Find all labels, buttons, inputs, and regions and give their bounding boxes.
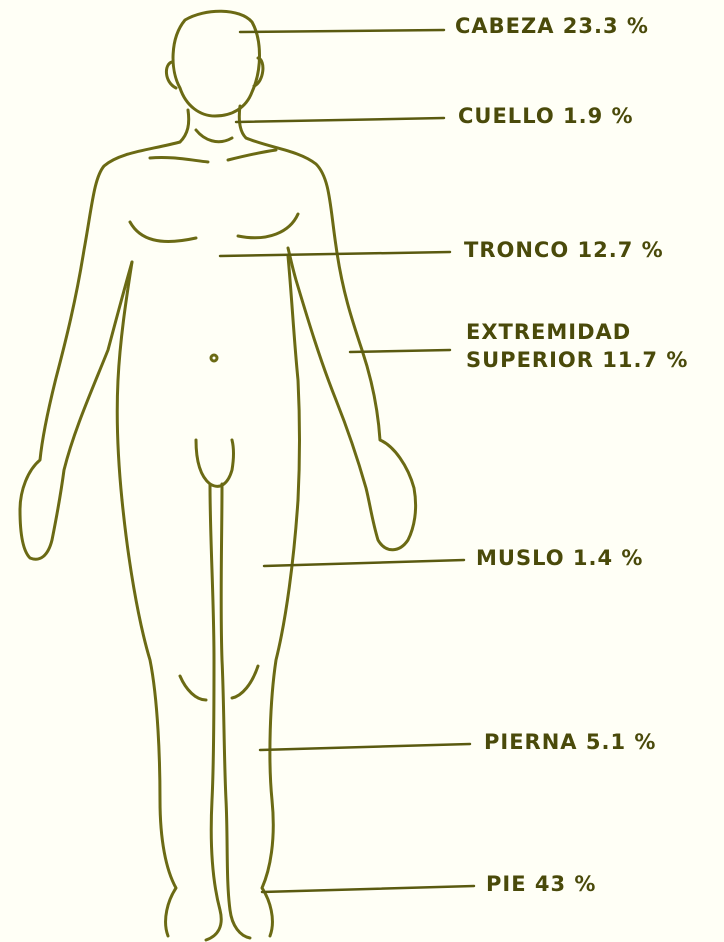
label-cabeza: CABEZA 23.3 % bbox=[455, 12, 649, 40]
leader-cabeza bbox=[240, 30, 444, 32]
knee-right bbox=[232, 666, 258, 698]
label-tronco: TRONCO 12.7 % bbox=[464, 236, 664, 264]
collarbone bbox=[150, 150, 276, 162]
head-outline bbox=[173, 11, 259, 116]
right-inner-arm bbox=[288, 256, 300, 500]
label-pie: PIE 43 % bbox=[486, 870, 596, 898]
knee-left bbox=[180, 676, 206, 700]
leader-tronco bbox=[220, 252, 450, 256]
left-inner-arm bbox=[117, 262, 132, 500]
chest-right bbox=[238, 214, 298, 238]
label-extremidad-superior: EXTREMIDAD SUPERIOR 11.7 % bbox=[466, 318, 688, 374]
left-leg-inner bbox=[206, 484, 221, 940]
leader-pie bbox=[262, 886, 474, 892]
label-pierna: PIERNA 5.1 % bbox=[484, 728, 656, 756]
leader-extremidad bbox=[350, 350, 450, 352]
label-extremidad-line1: EXTREMIDAD bbox=[466, 318, 688, 346]
label-extremidad-line2: SUPERIOR 11.7 % bbox=[466, 346, 688, 374]
label-cuello: CUELLO 1.9 % bbox=[458, 102, 634, 130]
label-muslo: MUSLO 1.4 % bbox=[476, 544, 643, 572]
leader-pierna bbox=[260, 744, 470, 750]
right-side-outline bbox=[246, 138, 416, 550]
chest-left bbox=[130, 222, 196, 241]
right-leg-inner bbox=[221, 484, 250, 938]
navel bbox=[211, 355, 217, 361]
groin-outline bbox=[196, 440, 234, 486]
leader-cuello bbox=[236, 118, 444, 122]
left-side-outline bbox=[20, 142, 180, 559]
left-leg-outer bbox=[122, 500, 176, 936]
